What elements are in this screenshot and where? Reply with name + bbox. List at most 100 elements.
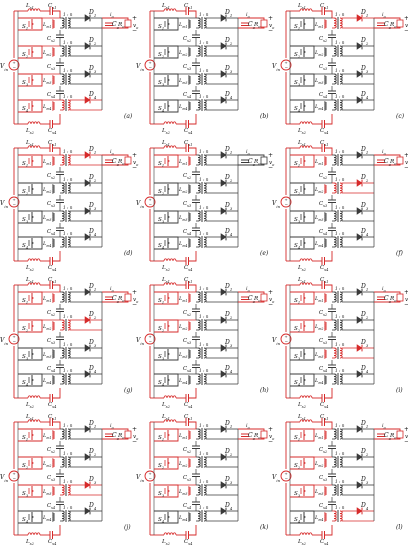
source-minus: −	[285, 476, 288, 481]
turns-ratio-1: 1 : n	[63, 12, 73, 17]
magnetizing-inductor-label-3: Lm3	[178, 78, 187, 85]
diode-3	[84, 481, 91, 489]
diode-label-4: D4	[88, 91, 97, 100]
output-voltage-label: vo	[269, 160, 275, 167]
turns-ratio-3: 1 : n	[199, 205, 209, 210]
output-voltage-label: vo	[133, 160, 139, 167]
transformer-primary-1	[61, 17, 65, 29]
diode-3	[356, 70, 363, 78]
magnetizing-inductor-2	[51, 321, 55, 331]
output-current-label: io	[246, 423, 250, 430]
switch-loop-1	[18, 17, 43, 31]
transformer-secondary-3	[67, 484, 71, 496]
source-circle	[8, 470, 20, 482]
load-label: Ro	[117, 296, 125, 303]
output-minus: −	[132, 164, 137, 171]
diode-4	[84, 370, 91, 378]
turns-ratio-3: 1 : n	[335, 205, 345, 210]
output-voltage-label: vo	[269, 297, 275, 304]
diode-3	[84, 344, 91, 352]
source-label: Vin	[272, 474, 281, 483]
source-label: Vin	[0, 474, 9, 483]
bottom-rail-right	[188, 114, 197, 125]
source-minus: −	[13, 476, 16, 481]
diode-label-1: D1	[88, 420, 96, 429]
switch-loop-1	[18, 291, 43, 305]
switch-loop-4	[154, 99, 179, 113]
transformer-secondary-2	[339, 45, 343, 57]
switch-loop-4	[290, 236, 315, 250]
switch-loop-2	[154, 182, 179, 196]
switch-loop-3	[18, 210, 43, 224]
switch-loop-1	[154, 154, 179, 168]
load-label: Ro	[253, 433, 261, 440]
top-inductor-label: Ls1	[161, 414, 170, 421]
source-label: Vin	[272, 337, 281, 346]
bottom-inductor	[299, 121, 313, 125]
magnetizing-inductor-label-4: Lm4	[178, 104, 187, 111]
switch-label-3: S3	[294, 491, 301, 498]
diode-3	[220, 207, 227, 215]
magnetizing-inductor-4	[323, 375, 327, 385]
diode-3	[84, 207, 91, 215]
switch-1-arrow	[167, 296, 170, 300]
source-plus: +	[12, 197, 15, 202]
diode-label-2: D2	[88, 448, 97, 457]
turns-ratio-1: 1 : n	[335, 12, 345, 17]
transformer-primary-2	[61, 182, 65, 194]
transformer-primary-4	[197, 236, 201, 248]
magnetizing-inductor-label-4: Lm4	[42, 104, 51, 111]
mid-capacitor-label-1: Cs2	[183, 447, 192, 454]
mid-capacitor-label-2: Cs3	[319, 475, 328, 482]
transformer-primary-3	[197, 347, 201, 359]
bottom-inductor-label: Ls2	[297, 539, 307, 546]
magnetizing-inductor-label-4: Lm4	[178, 515, 187, 522]
mid-capacitor-label-1: Cs2	[183, 310, 192, 317]
magnetizing-inductor-label-3: Lm3	[42, 489, 51, 496]
load-resistor	[260, 430, 268, 439]
switch-loop-3	[154, 73, 179, 87]
transformer-secondary-2	[203, 456, 207, 468]
magnetizing-inductor-3	[323, 212, 327, 222]
top-inductor-label: Ls1	[297, 140, 306, 147]
transformer-primary-3	[333, 210, 337, 222]
magnetizing-inductor-label-1: Lm1	[42, 159, 51, 166]
diode-2	[356, 316, 363, 324]
source-circle	[280, 59, 292, 71]
switch-loop-3	[154, 484, 179, 498]
top-rail-right	[52, 284, 61, 292]
switch-3-arrow	[167, 78, 170, 82]
transformer-primary-3	[197, 484, 201, 496]
load-label: Ro	[389, 22, 397, 29]
mid-capacitor-label-1: Cs2	[183, 173, 192, 180]
source-circle	[8, 333, 20, 345]
diode-label-1: D1	[224, 9, 232, 18]
diode-1	[356, 151, 363, 159]
switch-loop-2	[290, 319, 315, 333]
diode-label-2: D2	[360, 311, 369, 320]
transformer-primary-1	[333, 291, 337, 303]
top-capacitor-label: Cs1	[320, 277, 328, 284]
magnetizing-inductor-label-2: Lm2	[178, 461, 187, 468]
magnetizing-inductor-label-2: Lm2	[178, 50, 187, 57]
transformer-primary-4	[333, 99, 337, 111]
diode-label-2: D2	[224, 174, 233, 183]
diode-4	[84, 96, 91, 104]
switch-label-1: S1	[294, 24, 300, 31]
switch-loop-4	[290, 510, 315, 524]
bottom-inductor-label: Ls2	[297, 402, 307, 409]
top-inductor	[27, 419, 41, 423]
diode-label-4: D4	[88, 228, 97, 237]
diode-label-1: D1	[360, 9, 368, 18]
switch-label-3: S3	[22, 491, 29, 498]
turns-ratio-3: 1 : n	[335, 342, 345, 347]
switch-3-arrow	[303, 352, 306, 356]
switch-loop-3	[290, 73, 315, 87]
switch-loop-1	[154, 428, 179, 442]
output-minus: −	[268, 27, 273, 34]
magnetizing-inductor-4	[323, 512, 327, 522]
diode-label-1: D1	[224, 146, 232, 155]
diode-label-1: D1	[360, 420, 368, 429]
